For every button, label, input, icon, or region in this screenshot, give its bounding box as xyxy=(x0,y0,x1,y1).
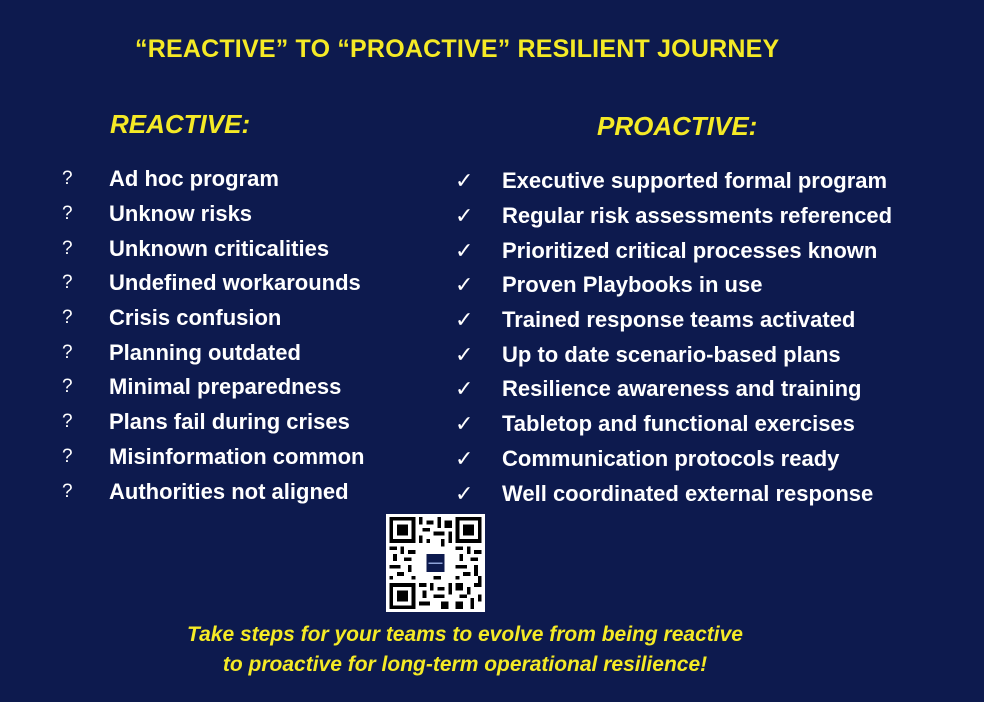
list-item: ? Ad hoc program xyxy=(60,162,364,197)
proactive-item-label: Tabletop and functional exercises xyxy=(502,411,855,437)
proactive-item-label: Communication protocols ready xyxy=(502,445,840,471)
checkmark-icon: ✓ xyxy=(455,272,474,298)
question-mark-icon: ? xyxy=(62,203,73,225)
list-item: ✓ Tabletop and functional exercises xyxy=(455,407,892,442)
proactive-item-label: Trained response teams activated xyxy=(502,307,856,333)
checkmark-icon: ✓ xyxy=(455,307,474,333)
checkmark-icon: ✓ xyxy=(455,168,474,194)
checkmark-icon: ✓ xyxy=(455,411,474,437)
reactive-item-label: Plans fail during crises xyxy=(109,409,350,435)
proactive-item-label: Resilience awareness and training xyxy=(502,376,862,402)
reactive-item-label: Undefined workarounds xyxy=(109,270,361,296)
list-item: ✓ Executive supported formal program xyxy=(455,164,892,199)
reactive-item-label: Misinformation common xyxy=(109,443,365,469)
checkmark-icon: ✓ xyxy=(455,237,474,263)
proactive-item-label: Well coordinated external response xyxy=(502,480,874,506)
list-item: ? Unknown criticalities xyxy=(60,231,364,266)
list-item: ✓ Trained response teams activated xyxy=(455,303,892,338)
checkmark-icon: ✓ xyxy=(455,203,474,229)
list-item: ? Crisis confusion xyxy=(60,301,364,336)
question-mark-icon: ? xyxy=(62,168,73,190)
checkmark-icon: ✓ xyxy=(455,445,474,471)
proactive-list: ✓ Executive supported formal program ✓ Reg… xyxy=(455,164,892,511)
qr-code-icon xyxy=(389,517,482,609)
list-item: ✓ Communication protocols ready xyxy=(455,442,892,477)
question-mark-icon: ? xyxy=(62,307,73,329)
page-title: “REACTIVE” TO “PROACTIVE” RESILIENT JOUR… xyxy=(135,35,780,63)
list-item: ? Unknow risks xyxy=(60,197,364,232)
proactive-item-label: Prioritized critical processes known xyxy=(502,237,878,263)
question-mark-icon: ? xyxy=(62,376,73,398)
list-item: ✓ Regular risk assessments referenced xyxy=(455,199,892,234)
footer-line-2: to proactive for long-term operational r… xyxy=(222,653,708,676)
proactive-item-label: Executive supported formal program xyxy=(502,168,888,194)
checkmark-icon: ✓ xyxy=(455,480,474,506)
proactive-item-label: Regular risk assessments referenced xyxy=(502,203,893,229)
proactive-item-label: Up to date scenario-based plans xyxy=(502,341,841,367)
list-item: ? Misinformation common xyxy=(60,440,364,475)
list-item: ? Undefined workarounds xyxy=(60,266,364,301)
question-mark-icon: ? xyxy=(62,411,73,433)
list-item: ✓ Up to date scenario-based plans xyxy=(455,337,892,372)
list-item: ✓ Resilience awareness and training xyxy=(455,372,892,407)
question-mark-icon: ? xyxy=(62,237,73,259)
question-mark-icon: ? xyxy=(62,272,73,294)
reactive-item-label: Planning outdated xyxy=(109,339,301,365)
question-mark-icon: ? xyxy=(62,341,73,363)
reactive-heading: REACTIVE: xyxy=(110,109,251,139)
reactive-item-label: Authorities not aligned xyxy=(109,478,349,504)
reactive-item-label: Unknow risks xyxy=(109,201,253,227)
reactive-item-label: Crisis confusion xyxy=(109,305,282,331)
checkmark-icon: ✓ xyxy=(455,376,474,402)
list-item: ? Minimal preparedness xyxy=(60,370,364,405)
footer-line-1: Take steps for your teams to evolve from… xyxy=(187,623,743,646)
list-item: ✓ Proven Playbooks in use xyxy=(455,268,892,303)
list-item: ? Planning outdated xyxy=(60,335,364,370)
reactive-item-label: Ad hoc program xyxy=(109,166,279,192)
question-mark-icon: ? xyxy=(62,480,73,502)
list-item: ✓ Prioritized critical processes known xyxy=(455,233,892,268)
list-item: ✓ Well coordinated external response xyxy=(455,476,892,511)
list-item: ? Plans fail during crises xyxy=(60,405,364,440)
proactive-item-label: Proven Playbooks in use xyxy=(502,272,763,298)
qr-code[interactable] xyxy=(386,514,485,612)
reactive-item-label: Minimal preparedness xyxy=(109,374,342,400)
reactive-item-label: Unknown criticalities xyxy=(109,235,330,261)
reactive-list: ? Ad hoc program ? Unknow risks ? Unknown c… xyxy=(60,162,364,509)
footer-tagline: Take steps for your teams to evolve from… xyxy=(0,620,930,680)
proactive-heading: PROACTIVE: xyxy=(597,111,758,141)
checkmark-icon: ✓ xyxy=(455,341,474,367)
list-item: ? Authorities not aligned xyxy=(60,474,364,509)
question-mark-icon: ? xyxy=(62,445,73,467)
